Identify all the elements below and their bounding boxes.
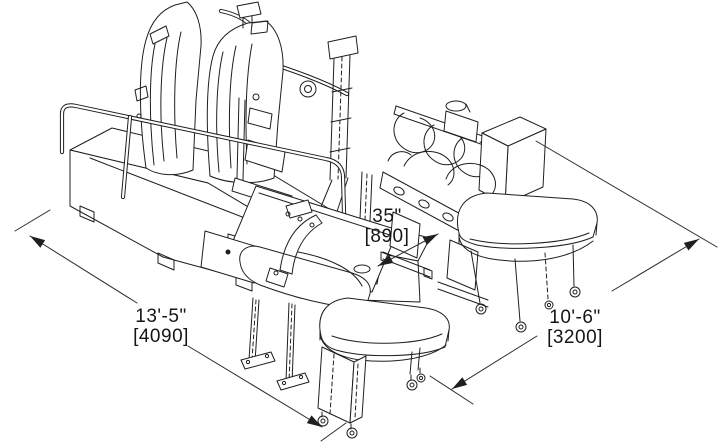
extension-tick <box>15 210 50 231</box>
side-table-top <box>457 193 597 248</box>
dimension-length-imperial: 13'-5" <box>135 306 187 327</box>
slide-panel <box>230 186 398 292</box>
dimension-lines <box>15 141 717 441</box>
saw-support-legs <box>241 298 309 390</box>
table-top <box>320 298 450 356</box>
dimension-clearance-metric: [890] <box>364 226 410 247</box>
dimension-depth <box>430 141 717 404</box>
drive-motor <box>444 101 478 142</box>
extension-tick <box>430 376 473 404</box>
dimension-label-clearance: 35" [890] <box>365 207 410 247</box>
dimension-clearance-imperial: 35" <box>372 206 402 227</box>
table-stand <box>318 347 425 438</box>
dimension-depth-metric: [3200] <box>547 327 603 348</box>
dimension-depth-imperial: 10'-6" <box>549 307 601 328</box>
side-table <box>457 193 597 332</box>
end-gearbox <box>479 117 546 204</box>
extension-line <box>536 141 717 247</box>
dimension-clearance <box>378 234 438 266</box>
guard-straps <box>266 200 322 287</box>
side-table-legs <box>471 245 580 332</box>
discharge-chute <box>201 186 398 309</box>
guard-rail <box>62 105 349 252</box>
dimension-label-depth: 10'-6" [3200] <box>547 308 603 348</box>
chute-table <box>318 298 449 438</box>
extension-tick <box>321 423 346 441</box>
conveyor-rollers <box>388 151 496 197</box>
dimension-length <box>15 210 346 441</box>
dimension-label-length: 13'-5" [4090] <box>133 307 189 347</box>
dimension-length-metric: [4090] <box>133 326 189 347</box>
